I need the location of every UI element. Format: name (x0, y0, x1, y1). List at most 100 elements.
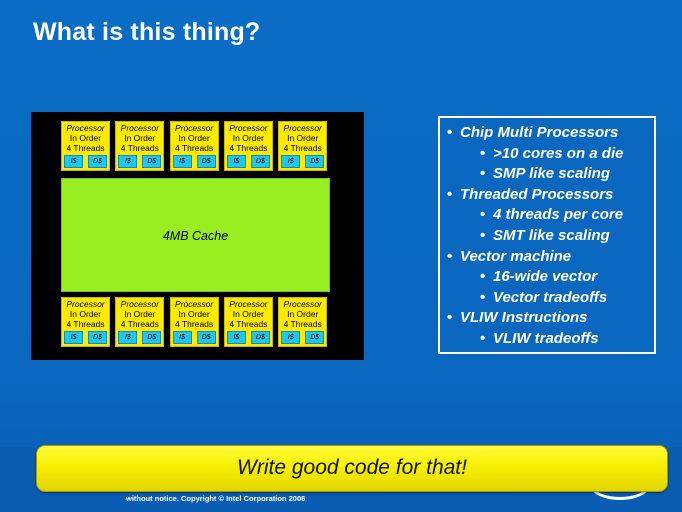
bullet-item: • Vector machine (440, 247, 654, 268)
core-label-line2: In Order (178, 132, 210, 143)
bullet-text: Chip Multi Processors (460, 124, 619, 141)
sub-bullet-item: • VLIW tradeoffs (440, 329, 654, 350)
core-label-line1: Processor (283, 123, 322, 133)
core-label-line2: In Order (178, 308, 210, 319)
bullet-item: • Chip Multi Processors (440, 123, 654, 144)
core-label-line2: In Order (232, 132, 264, 143)
bullet-icon: • (480, 226, 486, 244)
core-label-line3: 4 Threads (229, 318, 268, 329)
core-label-line2: In Order (69, 132, 102, 143)
bullet-text: >10 cores on a die (493, 144, 624, 162)
sub-bullet-item: • >10 cores on a die (440, 144, 654, 165)
core-label-line1: Processor (174, 299, 214, 309)
core-label-line1: Processor (120, 299, 159, 309)
slide-title: What is this thing? (33, 18, 261, 46)
instruction-cache: I$ (172, 331, 192, 344)
instruction-cache: I$ (118, 155, 138, 168)
core-label-line3: 4 Threads (66, 142, 105, 153)
bullet-text: VLIW tradeoffs (493, 329, 599, 347)
data-cache: D$ (250, 155, 270, 168)
core-label-line2: In Order (69, 308, 102, 319)
bullet-text: 4 threads per core (493, 206, 624, 224)
data-cache: D$ (142, 155, 162, 168)
core-label-line1: Processor (120, 123, 159, 133)
bullet-icon: • (480, 206, 486, 224)
core-label-line3: 4 Threads (229, 142, 268, 153)
data-cache: D$ (250, 331, 270, 344)
core-label-line1: Processor (66, 299, 105, 309)
bullet-icon: • (447, 309, 453, 327)
core-label-line1: Processor (66, 123, 105, 133)
bullet-text: Vector machine (460, 247, 572, 265)
bullet-item: •Threaded Processors (440, 185, 654, 206)
shared-cache-label: 4MB Cache (162, 229, 229, 243)
bullet-icon: • (480, 268, 486, 286)
bullet-text: SMP like scaling (493, 165, 610, 183)
data-cache: D$ (196, 155, 216, 168)
core-label-line3: 4 Threads (175, 142, 214, 153)
instruction-cache: I$ (172, 155, 192, 168)
data-cache: D$ (88, 155, 107, 168)
instruction-cache: I$ (118, 331, 138, 344)
bullet-icon: • (480, 288, 486, 306)
callout-banner-text: Write good code for that! (237, 456, 467, 479)
instruction-cache: I$ (226, 155, 246, 168)
core-label-line2: In Order (287, 132, 319, 143)
instruction-cache: I$ (64, 155, 83, 168)
sub-bullet-item: •SMP like scaling (440, 164, 654, 185)
callout-banner: Write good code for that! (36, 445, 668, 492)
sub-bullet-item: • 16-wide vector (440, 267, 654, 288)
sub-bullet-item: • 4 threads per core (440, 205, 654, 226)
core-label-line1: Processor (174, 123, 214, 133)
bullet-icon: • (480, 144, 486, 162)
bullet-icon: • (447, 247, 453, 265)
instruction-cache: I$ (281, 331, 301, 344)
core-label-line2: In Order (124, 132, 156, 143)
core-label-line1: Processor (229, 299, 268, 309)
sub-bullet-item: •SMT like scaling (440, 226, 654, 247)
core-label-line3: 4 Threads (283, 318, 322, 329)
bullet-text: 16-wide vector (493, 268, 598, 286)
data-cache: D$ (142, 331, 162, 344)
core-label-line3: 4 Threads (66, 318, 105, 329)
bullet-text: Threaded Processors (460, 185, 614, 203)
core-label-line1: Processor (283, 299, 322, 309)
feature-list: • Chip Multi Processors • >10 cores on a di… (438, 116, 656, 354)
data-cache: D$ (196, 331, 216, 344)
core-label-line3: 4 Threads (175, 318, 214, 329)
core-label-line2: In Order (287, 308, 319, 319)
bullet-icon: • (447, 124, 453, 141)
data-cache: D$ (305, 155, 325, 168)
core-label-line3: 4 Threads (120, 142, 159, 153)
instruction-cache: I$ (226, 331, 246, 344)
sub-bullet-item: • Vector tradeoffs (440, 288, 654, 309)
core-label-line2: In Order (124, 308, 156, 319)
shared-cache-block: 4MB Cache (61, 178, 330, 292)
data-cache: D$ (88, 331, 107, 344)
bullet-text: Vector tradeoffs (493, 288, 608, 306)
core-label-line3: 4 Threads (283, 142, 322, 153)
bullet-icon: • (480, 329, 486, 347)
core-label-line3: 4 Threads (120, 318, 159, 329)
